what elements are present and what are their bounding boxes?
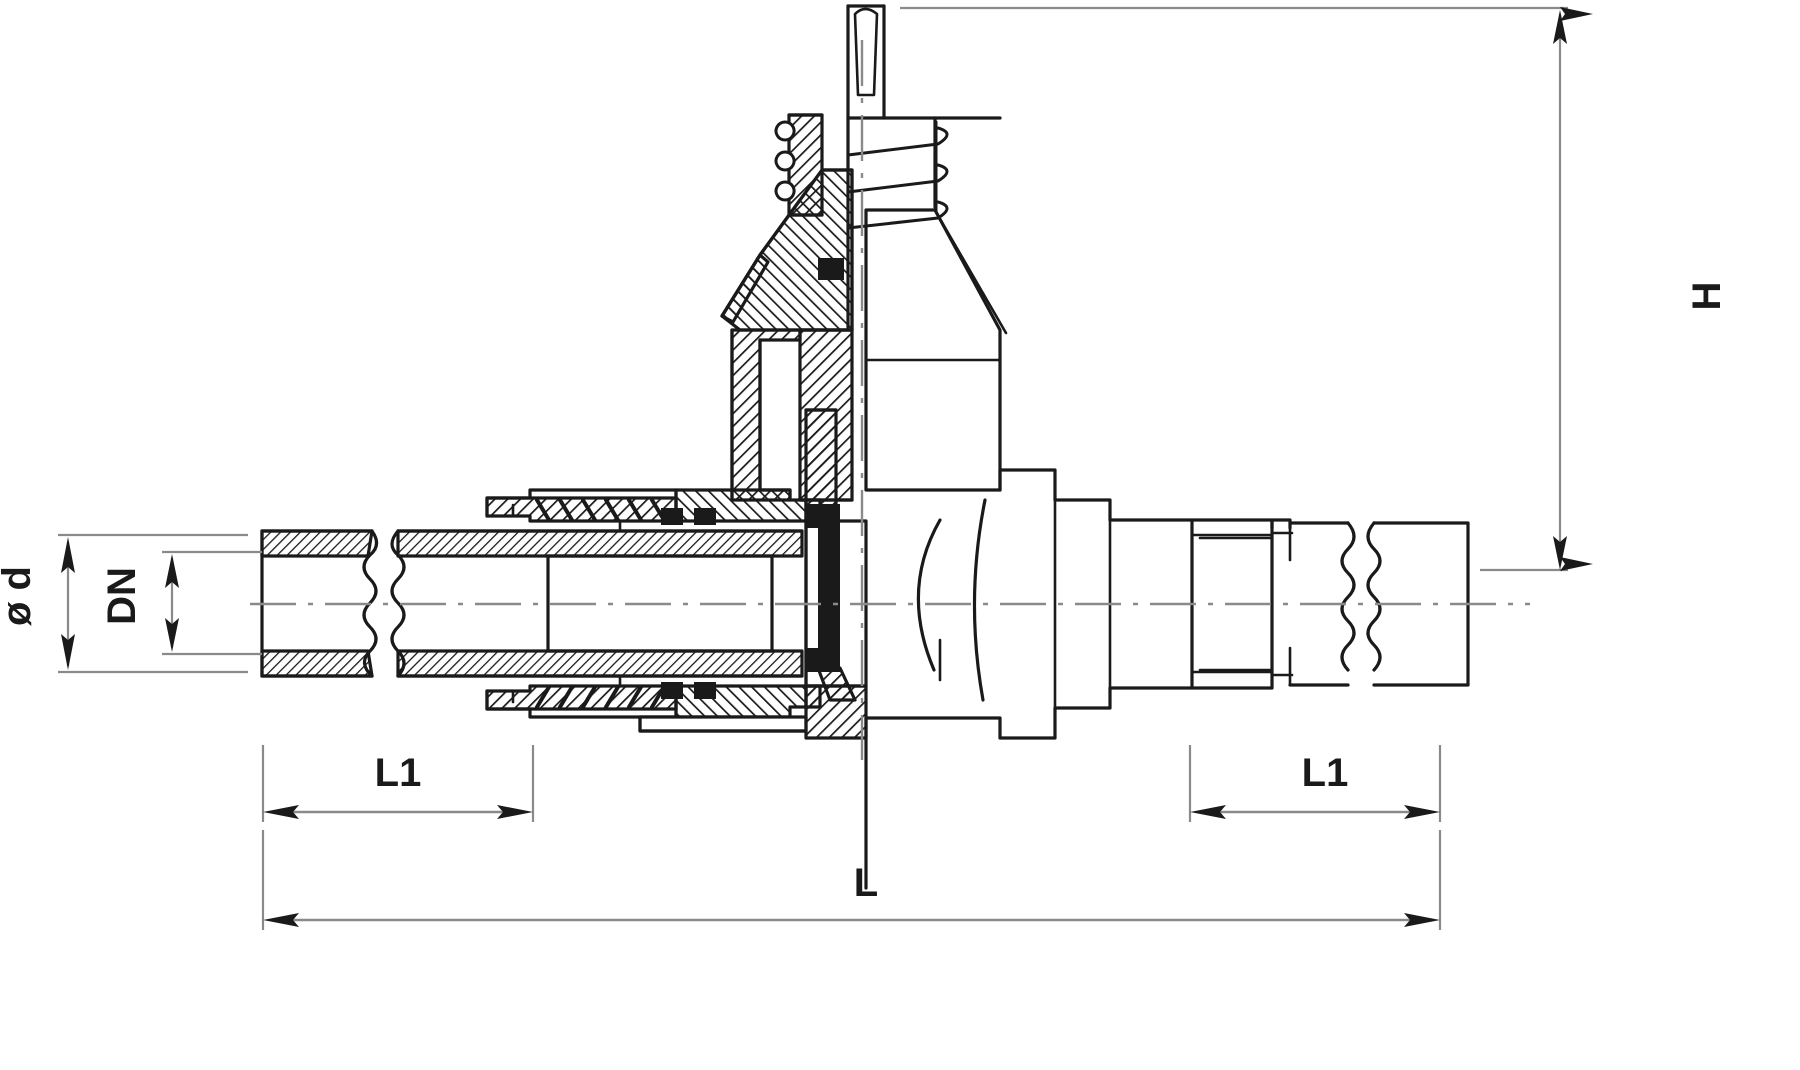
label-nominal-diameter: DN: [100, 567, 144, 625]
valve-outline-group: [260, 4, 1470, 890]
dimension-H: [900, 6, 1593, 572]
left-pipe-into-fitting: [396, 529, 804, 678]
label-outer-diameter: ø d: [0, 566, 39, 626]
label-height: H: [1685, 282, 1729, 311]
label-stub-length-right: L1: [1302, 751, 1349, 795]
dimension-L1-left: [261, 745, 535, 822]
dimension-lines: [58, 6, 1593, 930]
label-stub-length-left: L1: [375, 751, 422, 795]
dimension-L: [261, 830, 1442, 930]
dimension-L1-right: [1188, 745, 1442, 822]
valve-body: [864, 116, 1272, 890]
bonnet-section-hatched: [720, 113, 868, 740]
label-length: L: [854, 861, 878, 905]
dimension-nominal-diameter: [162, 550, 262, 656]
dimension-outer-diameter: [58, 533, 248, 674]
right-pipe-segment: [1288, 521, 1470, 687]
centerlines: [250, 40, 1530, 760]
dimension-labels: ø d DN H L1 L1 L: [0, 282, 1729, 905]
